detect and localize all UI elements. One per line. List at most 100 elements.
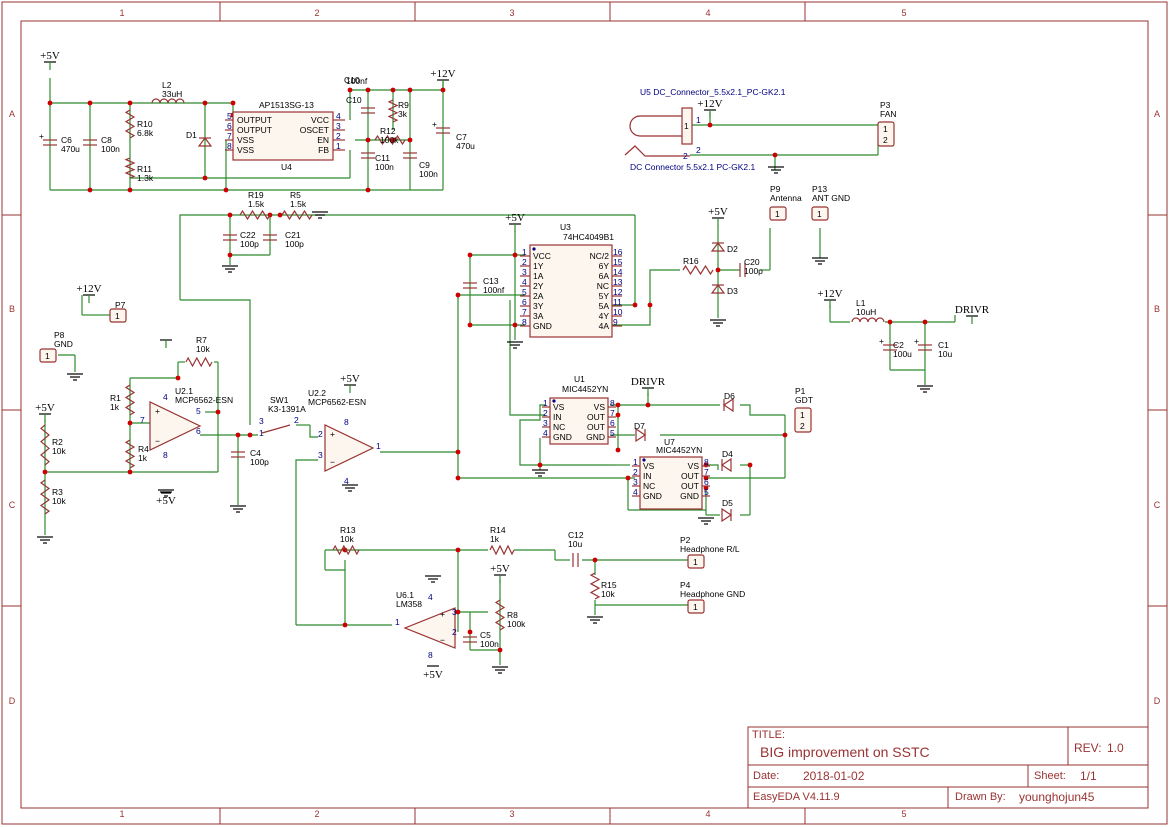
- component-ref: C21: [285, 230, 301, 240]
- opamp-minus: −: [440, 635, 445, 645]
- component-value: 100u: [893, 349, 912, 359]
- component-ref: C10: [346, 95, 362, 105]
- inductor: [851, 317, 885, 323]
- pin-name: OUT: [587, 412, 605, 422]
- grid-col-top: 2: [314, 8, 319, 18]
- pin-number: 5: [227, 111, 232, 121]
- junction-dot: [455, 609, 461, 615]
- pin1-marker: [552, 399, 556, 403]
- grid-row-right: C: [1154, 500, 1161, 510]
- pin-name: VS: [688, 461, 700, 471]
- power-label: +12V: [430, 68, 455, 80]
- sheet-value: 1/1: [1080, 769, 1097, 783]
- pin-number: 16: [613, 247, 623, 257]
- pin-number: 7: [522, 307, 527, 317]
- opamp-u22-body: [324, 424, 375, 472]
- grid-row-left: D: [9, 696, 16, 706]
- component-value: 10k: [52, 446, 66, 456]
- pin-name: OUT: [681, 471, 699, 481]
- junction-dot: [277, 212, 283, 218]
- switch-lever: [261, 424, 291, 434]
- connector-name: GND: [54, 339, 73, 349]
- opamp-u21-body: [149, 401, 202, 451]
- pin-number: 1: [684, 121, 689, 131]
- power-label: +5V: [156, 495, 176, 507]
- junction-dot: [537, 462, 543, 468]
- component-value: 10u: [568, 539, 582, 549]
- components: L233uHR106.8kR111.3kD1+C6470uC8100nC1010…: [39, 75, 952, 660]
- junction-dot: [42, 469, 48, 475]
- grid-col-bottom: 5: [901, 809, 906, 819]
- component-ref: R4: [138, 444, 149, 454]
- date-value: 2018-01-02: [803, 769, 865, 783]
- ic-name: MCP6562-ESN: [175, 395, 233, 405]
- tool-version: EasyEDA V4.11.9: [753, 791, 840, 803]
- junction-dot: [365, 137, 371, 143]
- component-value: 10k: [601, 589, 615, 599]
- component-ref: D5: [722, 498, 733, 508]
- pin-number: 5: [704, 487, 709, 497]
- pin-number: 6: [610, 418, 615, 428]
- component-value: 100n: [375, 162, 394, 172]
- component-ref: R9: [398, 100, 409, 110]
- junction-dot: [440, 87, 446, 93]
- component-ref: D3: [727, 286, 738, 296]
- pin-number: 15: [613, 257, 623, 267]
- pin-number: 10: [613, 307, 623, 317]
- pin-number: 3: [452, 607, 457, 617]
- resistor: [332, 544, 360, 556]
- connector-ref: P13: [812, 184, 827, 194]
- component-ref: R3: [52, 487, 63, 497]
- component-ref: L1: [856, 298, 866, 308]
- pin-name: 6Y: [599, 261, 610, 271]
- pin-number: 8: [522, 317, 527, 327]
- component-value: 1k: [110, 402, 120, 412]
- component-value: 100nf: [346, 76, 368, 86]
- power-label: +5V: [505, 212, 525, 224]
- pin-number: 4: [336, 111, 341, 121]
- grid-col-top: 4: [705, 8, 710, 18]
- ic-ref: U2.2: [308, 388, 326, 398]
- grid-col-bottom: 3: [509, 809, 514, 819]
- power-label: +12V: [76, 283, 101, 295]
- junction-dot: [497, 647, 503, 653]
- pin-number: 1: [336, 141, 341, 151]
- junction-dot: [715, 267, 721, 273]
- opamp-minus: −: [155, 436, 160, 446]
- junction-dot: [365, 87, 371, 93]
- pin-number: 4: [522, 277, 527, 287]
- pin-number: 4: [633, 487, 638, 497]
- component-ref: C13: [483, 276, 499, 286]
- junction-dot: [455, 292, 461, 298]
- pin-number: 8: [610, 398, 615, 408]
- component-ref: C11: [375, 153, 390, 163]
- component-value: 100p: [240, 239, 259, 249]
- grid-row-right: D: [1154, 696, 1161, 706]
- component-ref: C1: [938, 340, 949, 350]
- pin-number: 1: [543, 398, 548, 408]
- pin-number: 3: [522, 267, 527, 277]
- connector-pin: 1: [693, 557, 698, 567]
- pin-name: OUTPUT: [237, 115, 272, 125]
- connector-pin: 2: [800, 421, 805, 431]
- pin-number: 1: [522, 247, 527, 257]
- pin-number: 1: [376, 441, 381, 451]
- connector-p4-body: [687, 599, 705, 614]
- junction-dot: [922, 319, 928, 325]
- pin-number: 11: [613, 297, 622, 307]
- component-ref: C10: [344, 75, 360, 85]
- junction-dot: [127, 100, 133, 106]
- pin-name: NC: [597, 281, 609, 291]
- pin-name: 4Y: [599, 311, 610, 321]
- power-label: +12V: [697, 98, 722, 110]
- ic-u3-body: [529, 244, 613, 338]
- pin-number: 2: [522, 257, 527, 267]
- pin-number: 4: [543, 428, 548, 438]
- connector-pin: 1: [817, 209, 822, 219]
- component-ref: R12: [380, 126, 396, 136]
- junction-dot: [703, 485, 709, 491]
- pin-name: 5Y: [599, 291, 610, 301]
- connector-pin: 2: [883, 135, 888, 145]
- pin-number: 2: [696, 145, 701, 155]
